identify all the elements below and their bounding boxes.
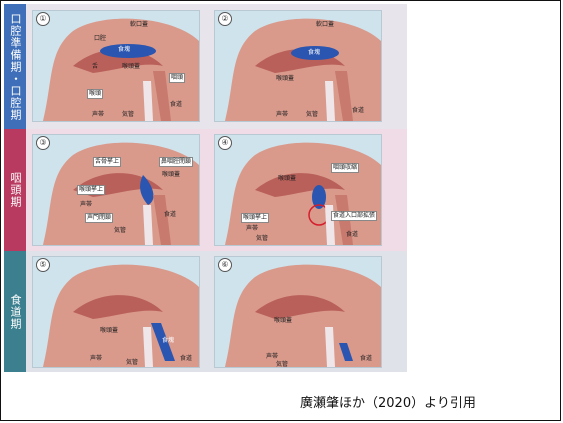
label-trachea: 気管 [305,111,319,119]
label-tongue: 舌 [91,63,99,71]
panel-number: ① [36,12,50,26]
label-trachea: 気管 [113,227,127,235]
label-esophagus: 食道 [345,231,359,239]
label-bolus: 食塊 [161,337,175,345]
panel-1: ① 軟口蓋 舌 口腔 食塊 喉頭蓋 咽頭 喉頭 気管 食道 声帯 [32,10,200,122]
label-trachea: 気管 [121,111,135,119]
label-hyoid-elevation: 舌骨挙上 [93,157,121,167]
panel-2: ② 軟口蓋 食塊 喉頭蓋 声帯 食道 気管 [214,10,382,122]
label-trachea: 気管 [255,235,269,243]
label-laryngeal-elevation: 喉頭挙上 [77,185,105,195]
head-illustration-4 [215,135,381,245]
label-glottic-closure: 声門閉鎖 [85,213,113,223]
label-pharyngeal-constriction: 咽頭収縮 [331,163,359,173]
label-vocal-cords: 声帯 [89,355,103,363]
panel-number: ⑤ [36,258,50,272]
label-larynx: 喉頭 [87,89,103,99]
side-label-oral: 口腔準備期・口腔期 [4,4,26,129]
label-esophagus: 食道 [179,355,193,363]
panel-6: ⑥ 喉頭蓋 声帯 気管 食道 [214,256,382,368]
label-oral-cavity: 口腔 [93,35,107,43]
label-esophagus: 食道 [169,101,183,109]
head-illustration-6 [215,257,381,367]
panel-number: ② [218,12,232,26]
panel-number: ③ [36,136,50,150]
label-soft-palate: 軟口蓋 [129,21,149,29]
label-ues-opening: 食道入口部拡張 [331,211,377,221]
label-vocal-cords: 声帯 [245,225,259,233]
source-credit: 廣瀬肇ほか（2020）より引用 [300,392,476,411]
label-esophagus: 食道 [351,107,365,115]
head-illustration-5 [33,257,199,367]
label-vocal-cords: 声帯 [91,111,105,119]
label-nasopharyngeal-closure: 鼻咽腔閉鎖 [159,157,193,167]
label-trachea: 気管 [275,361,289,369]
label-soft-palate: 軟口蓋 [315,21,335,29]
label-trachea: 気管 [125,359,139,367]
label-epiglottis: 喉頭蓋 [99,327,119,335]
label-epiglottis: 喉頭蓋 [121,63,141,71]
swallowing-diagram-photo: 口腔準備期・口腔期 咽頭期 食道期 ① 軟口蓋 舌 口腔 食塊 喉頭蓋 咽頭 喉… [4,4,407,372]
label-epiglottis: 喉頭蓋 [277,175,297,183]
side-label-esophageal: 食道期 [4,251,26,372]
panel-number: ⑥ [218,258,232,272]
label-vocal-cords: 声帯 [79,201,93,209]
panel-4: ④ 咽頭収縮 喉頭蓋 食道入口部拡張 喉頭挙上 声帯 食道 気管 [214,134,382,246]
label-epiglottis: 喉頭蓋 [275,75,295,83]
label-vocal-cords: 声帯 [265,353,279,361]
label-bolus: 食塊 [307,49,321,57]
panel-3: ③ 舌骨挙上 鼻咽腔閉鎖 喉頭蓋 喉頭挙上 声帯 声門閉鎖 食道 気管 [32,134,200,246]
panel-number: ④ [218,136,232,150]
label-epiglottis: 喉頭蓋 [273,317,293,325]
label-laryngeal-elevation: 喉頭挙上 [241,213,269,223]
label-vocal-cords: 声帯 [275,111,289,119]
panel-5: ⑤ 喉頭蓋 食塊 声帯 気管 食道 [32,256,200,368]
label-esophagus: 食道 [163,211,177,219]
label-esophagus: 食道 [359,355,373,363]
head-illustration-2 [215,11,381,121]
side-label-pharyngeal: 咽頭期 [4,129,26,251]
label-epiglottis: 喉頭蓋 [161,171,181,179]
label-pharynx: 咽頭 [169,73,185,83]
label-bolus: 食塊 [117,46,131,54]
